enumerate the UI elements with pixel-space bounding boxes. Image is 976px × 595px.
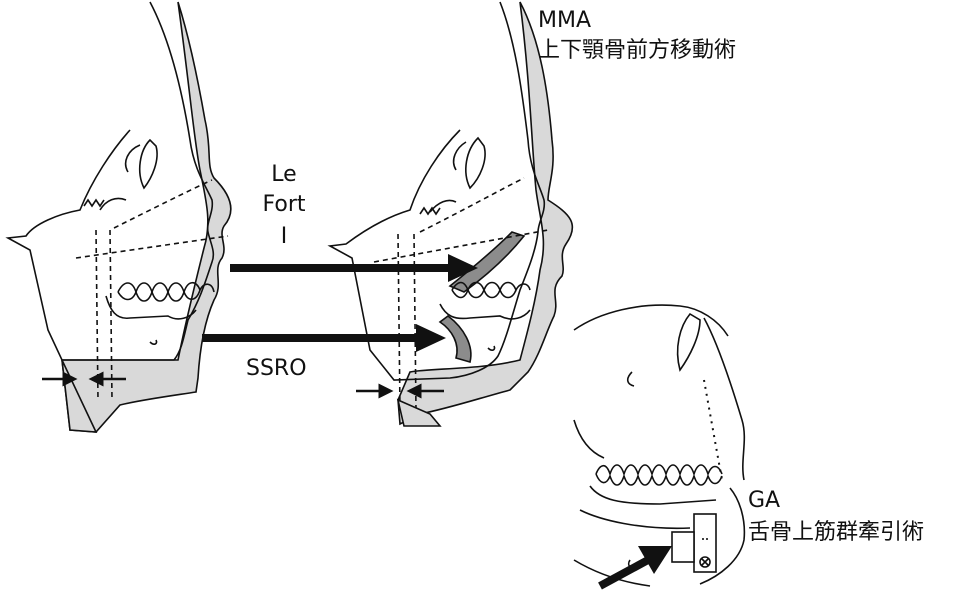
skull-mma <box>330 2 572 426</box>
lefort-label-line1: Le <box>262 162 306 188</box>
movement-arrows <box>202 254 478 352</box>
ga-plate <box>694 514 716 572</box>
mma-subtitle: 上下顎骨前方移動術 <box>538 38 736 64</box>
soft-tissue-profile-preop <box>62 2 231 432</box>
ssro-label: SSRO <box>246 356 307 382</box>
mma-title: MMA <box>538 8 591 34</box>
skull-preop <box>8 2 231 432</box>
ga-subtitle: 舌骨上筋群牽引術 <box>748 520 924 546</box>
ga-arrow <box>600 560 648 586</box>
lefort-label-line3: Ⅰ <box>264 224 304 250</box>
ssro-arrowhead <box>416 324 446 352</box>
soft-tissue-profile-mma <box>398 2 572 424</box>
lefort-label-line2: Fort <box>256 192 312 218</box>
mandible-segment-gray <box>440 316 471 362</box>
ga-title: GA <box>748 488 780 514</box>
skull-ga <box>574 305 744 586</box>
